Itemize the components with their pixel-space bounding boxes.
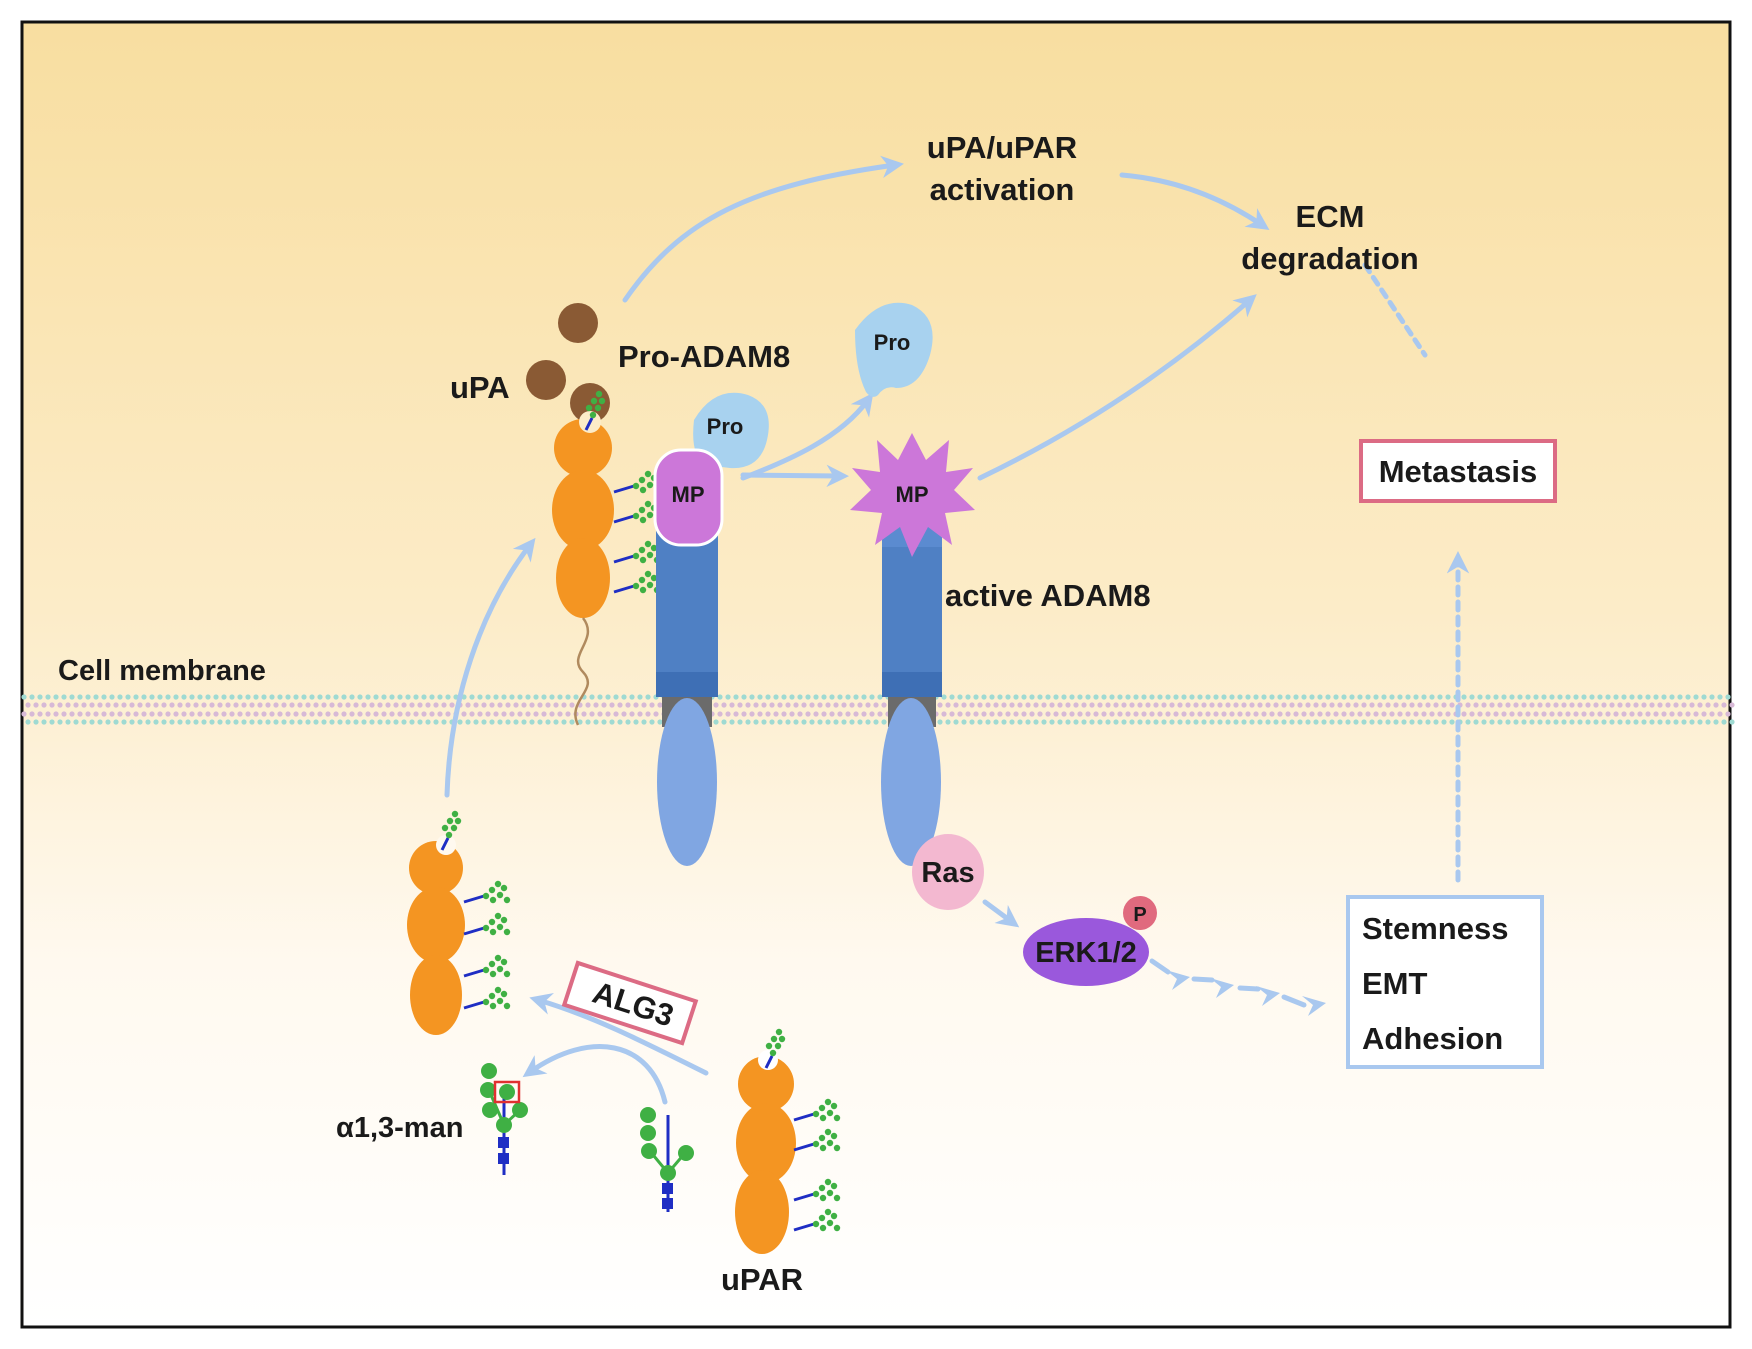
label-degradation: degradation xyxy=(1241,241,1418,276)
alg3-tag xyxy=(561,960,699,1046)
label-pro-adam8: Pro-ADAM8 xyxy=(618,339,790,374)
arrow-mp-to-ecm xyxy=(977,294,1257,481)
arrow-upar-to-membrane xyxy=(444,537,536,798)
precursor-glycan xyxy=(640,1107,694,1212)
upa-ball-middle xyxy=(526,360,566,400)
mp-domain-left xyxy=(653,448,724,547)
erk-shape xyxy=(1023,918,1149,986)
label-adhesion: Adhesion xyxy=(1362,1021,1503,1056)
label-erk: ERK1/2 xyxy=(1035,937,1137,969)
upar-glycosylated-left xyxy=(407,809,512,1035)
label-pro-bound: Pro xyxy=(707,414,744,439)
ras-shape xyxy=(912,834,984,910)
label-upa: uPA xyxy=(450,370,510,405)
mp-domain-active xyxy=(850,433,975,557)
active-adam8-protein xyxy=(850,433,975,866)
arrows xyxy=(444,155,1470,1105)
mannose-highlight-box xyxy=(493,1080,521,1104)
pro-adam8-protein xyxy=(653,392,769,866)
arrow-release-pro xyxy=(740,392,874,481)
label-phospho: P xyxy=(1133,904,1146,926)
arrow-ras-to-erk xyxy=(982,899,1020,928)
metastasis-box xyxy=(1359,439,1557,503)
arrow-ecm-to-metastasis xyxy=(1362,262,1428,358)
upar-membrane-bound xyxy=(552,389,662,726)
label-mp-right: MP xyxy=(896,482,929,507)
label-metastasis: Metastasis xyxy=(1379,454,1538,489)
arrow-upa-to-activation xyxy=(622,155,904,303)
arrow-alg3-to-upar xyxy=(529,992,709,1076)
label-pro-released: Pro xyxy=(874,330,911,355)
label-ras: Ras xyxy=(921,857,974,889)
arrow-alg3-to-mannose xyxy=(522,1044,668,1105)
label-emt: EMT xyxy=(1362,966,1428,1001)
pro-domain xyxy=(693,392,769,469)
label-active-adam8: active ADAM8 xyxy=(945,578,1151,613)
label-activation: activation xyxy=(930,172,1075,207)
label-upar: uPAR xyxy=(721,1262,803,1297)
label-cell-membrane: Cell membrane xyxy=(58,655,266,687)
label-alpha-mannose: α1,3-man xyxy=(336,1112,463,1144)
upa-ball-top xyxy=(558,303,598,343)
cascade-box xyxy=(1346,895,1544,1069)
label-stemness: Stemness xyxy=(1362,911,1508,946)
upar-glycosylated-right xyxy=(735,1027,842,1254)
label-ecm: ECM xyxy=(1296,199,1365,234)
pro-released xyxy=(855,302,933,397)
arrow-activate-adam8 xyxy=(740,464,849,488)
label-mp-left: MP xyxy=(672,482,705,507)
diagram-frame xyxy=(20,20,1732,1329)
alpha-mannose-glycan xyxy=(480,1063,528,1175)
arrow-activation-to-ecm xyxy=(1119,172,1270,231)
label-upa-upar: uPA/uPAR xyxy=(927,130,1077,165)
erk-chevrons xyxy=(1149,958,1326,1016)
phospho-circle xyxy=(1123,896,1157,930)
